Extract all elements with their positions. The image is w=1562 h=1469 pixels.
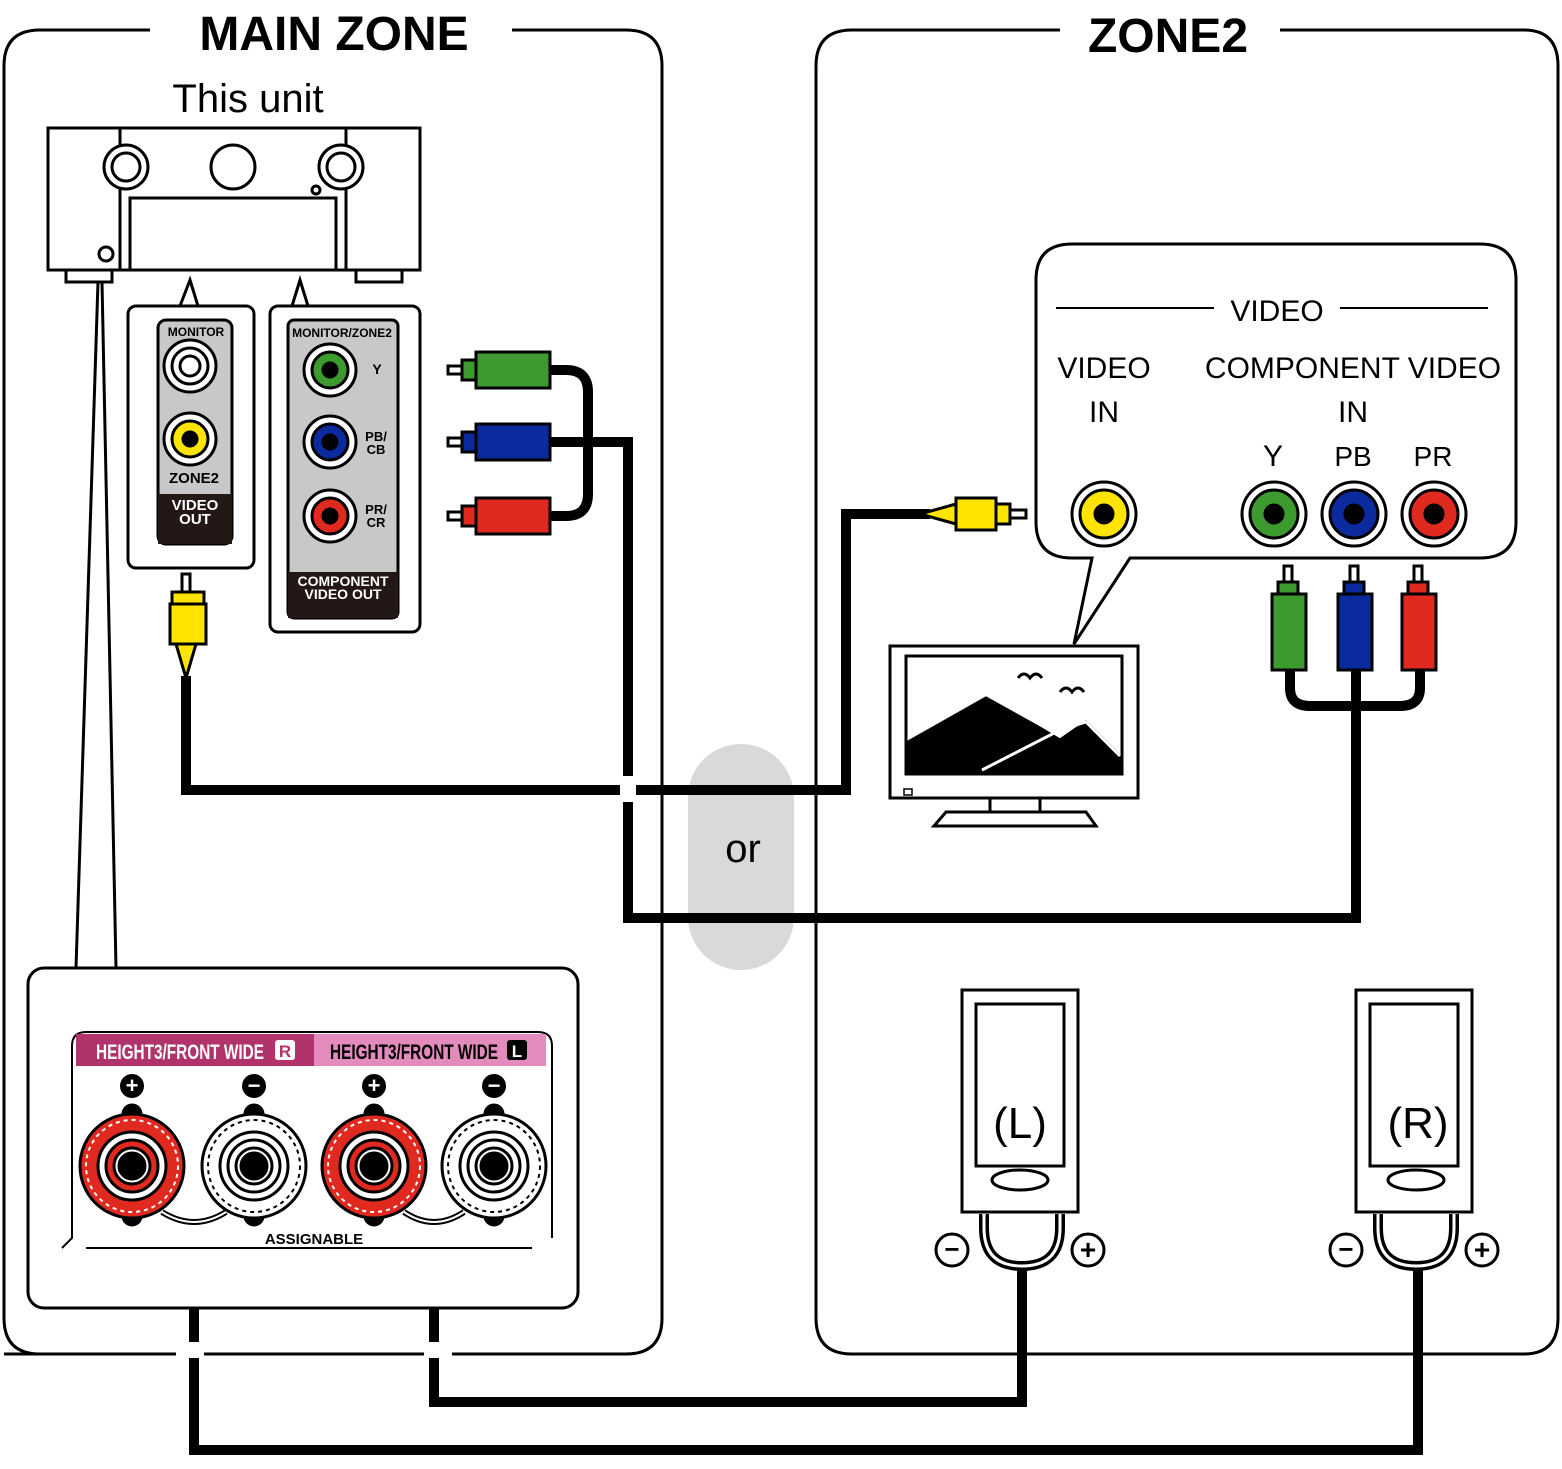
tv-video-group-title: VIDEO (1230, 295, 1323, 328)
monitor-panel-footer-line2: OUT (179, 511, 211, 528)
tv-video-in-label-line1: VIDEO (1057, 352, 1150, 385)
cable-crossing-gaps (176, 776, 636, 1358)
zone2-video-out-jack (162, 411, 218, 467)
component-plugs-receiver (446, 350, 552, 536)
terminal-plus-2: + (368, 1073, 381, 1098)
speaker-right (1328, 988, 1500, 1272)
composite-plug-receiver (168, 572, 208, 684)
this-unit-label: This unit (172, 77, 323, 121)
component-plugs-tv (1270, 564, 1438, 672)
main-zone-title: MAIN ZONE (199, 8, 468, 61)
tv-component-y-jack (1240, 480, 1308, 548)
receiver-front-icon (46, 126, 422, 284)
tv-component-pr-label: PR (1414, 441, 1453, 472)
receiver-callout-pointers (74, 274, 310, 969)
component-cable-tv-end (1285, 670, 1425, 711)
terminal-left-label: HEIGHT3/FRONT WIDE (330, 1041, 498, 1064)
tv-component-in-label-line2: IN (1338, 396, 1368, 429)
component-video-out-panel: MONITOR/ZONE2 Y PB/ CB PR/ CR COMPONENT … (268, 304, 422, 634)
terminal-assignable-label: ASSIGNABLE (265, 1231, 363, 1248)
terminal-binding-post-white-1 (200, 1112, 308, 1220)
zone2-title: ZONE2 (1088, 10, 1248, 63)
speaker-right-minus: − (1338, 1234, 1353, 1264)
monitor-panel-footer-line1: VIDEO (172, 497, 219, 514)
speaker-left-plus: + (1080, 1234, 1096, 1265)
tv-video-in-jack (1070, 480, 1138, 548)
tv-input-callout: VIDEO VIDEO IN COMPONENT VIDEO IN Y PB P… (1034, 242, 1518, 645)
terminal-binding-post-red-2 (320, 1112, 428, 1220)
terminal-posts (78, 1103, 548, 1227)
component-panel-pb-label: PB/ (365, 429, 387, 444)
component-panel-pr-label: PR/ (365, 502, 387, 517)
terminal-minus-1: − (248, 1073, 261, 1098)
speaker-right-plus: + (1474, 1234, 1490, 1265)
component-panel-footer-line2: VIDEO OUT (304, 586, 381, 602)
zone2-frame (814, 28, 1560, 1356)
component-panel-y-label: Y (372, 361, 382, 377)
tv-component-y-label: Y (1263, 440, 1283, 473)
monitor-jack (162, 338, 218, 394)
component-panel-header: MONITOR/ZONE2 (292, 326, 392, 340)
or-separator-label: or (725, 827, 761, 871)
speaker-wire-right (189, 1226, 1423, 1455)
terminal-minus-2: − (488, 1073, 501, 1098)
component-panel-footer-line1: COMPONENT (298, 573, 389, 589)
speaker-terminal-panel: HEIGHT3/FRONT WIDE R HEIGHT3/FRONT WIDE … (26, 966, 580, 1310)
cables (181, 365, 1425, 1455)
tv-component-in-label-line1: COMPONENT VIDEO (1205, 352, 1501, 385)
component-pb-jack (302, 414, 358, 470)
terminal-binding-post-white-2 (440, 1112, 548, 1220)
tv-component-pb-label: PB (1334, 441, 1371, 472)
monitor-panel-zone2-label: ZONE2 (169, 470, 219, 487)
component-pr-jack (302, 488, 358, 544)
tv-icon (888, 644, 1140, 828)
terminal-plus-1: + (126, 1073, 139, 1098)
terminal-left-badge: L (512, 1042, 522, 1061)
terminal-right-label: HEIGHT3/FRONT WIDE (96, 1041, 264, 1064)
terminal-binding-post-red-1 (78, 1112, 186, 1220)
monitor-video-out-panel: MONITOR ZONE2 VIDEO OUT (126, 304, 256, 570)
terminal-right-badge: R (279, 1042, 291, 1061)
speaker-left-label: (L) (993, 1099, 1047, 1148)
tv-component-pb-jack (1320, 480, 1388, 548)
component-cable-receiver-end (548, 365, 1361, 923)
composite-plug-tv (914, 496, 1028, 532)
speaker-right-label: (R) (1387, 1099, 1448, 1148)
terminal-polarity-markers: + − + − (120, 1073, 506, 1098)
tv-video-in-label-line2: IN (1089, 396, 1119, 429)
component-panel-cr-label: CR (367, 515, 386, 530)
tv-component-pr-jack (1400, 480, 1468, 548)
monitor-panel-header: MONITOR (168, 325, 225, 339)
component-y-jack (302, 342, 358, 398)
speaker-wire-left (429, 1226, 1027, 1407)
speaker-left-minus: − (944, 1234, 959, 1264)
component-panel-cb-label: CB (367, 442, 386, 457)
speaker-left (934, 988, 1106, 1272)
